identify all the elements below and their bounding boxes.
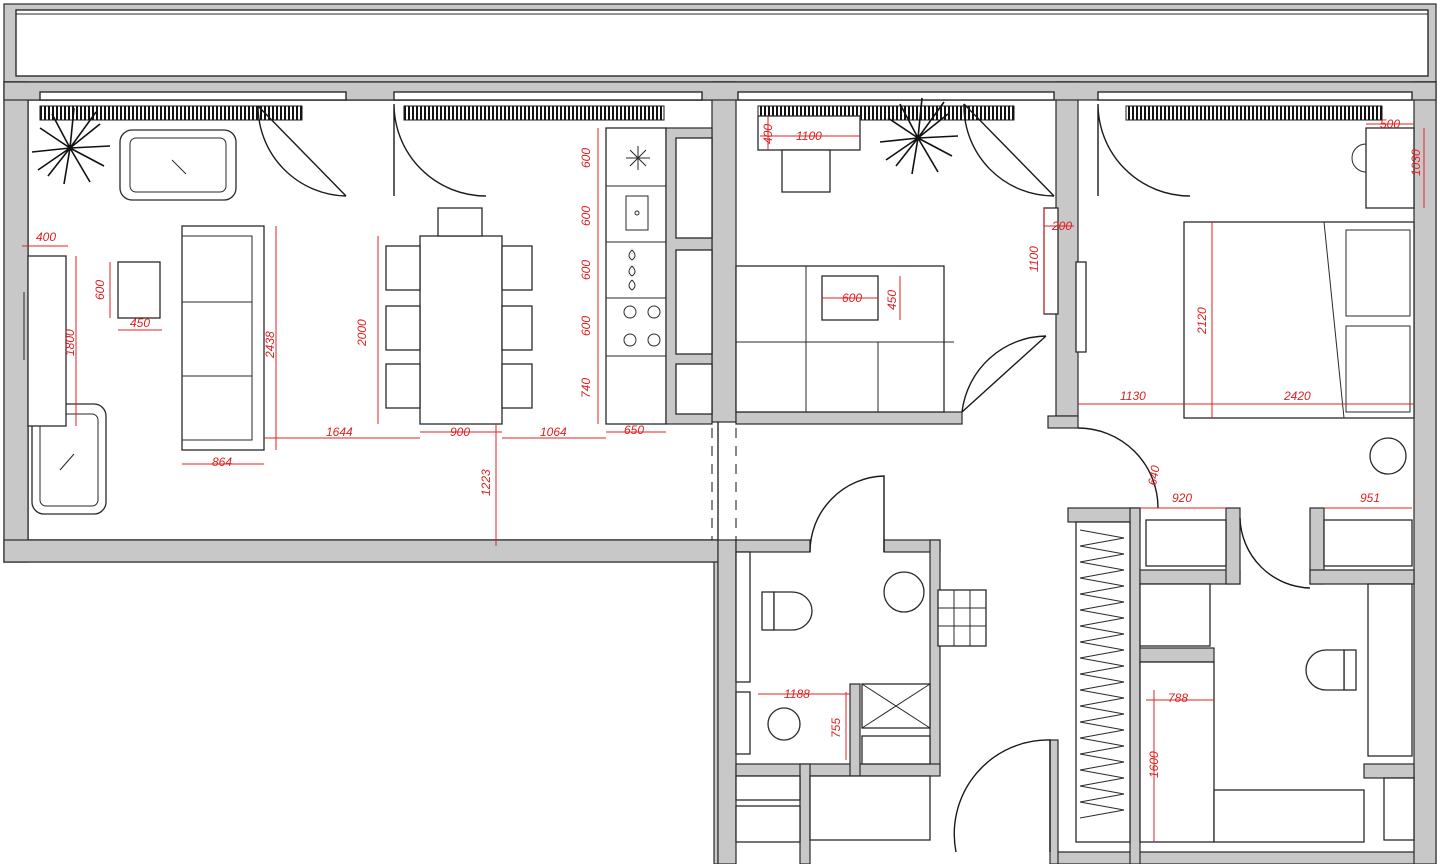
storage-cabinets bbox=[735, 551, 1415, 843]
dim-label: 450 bbox=[885, 290, 899, 310]
dim-label: 2420 bbox=[1283, 389, 1311, 403]
dim-label: 1188 bbox=[784, 687, 810, 701]
dim-label: 400 bbox=[36, 230, 56, 244]
dim-label: 864 bbox=[212, 455, 232, 469]
dim-label: 200 bbox=[1051, 219, 1072, 233]
dim-label: 1223 bbox=[479, 469, 493, 496]
dim-label: 788 bbox=[1168, 691, 1188, 705]
wardrobe-icon bbox=[1075, 519, 1413, 843]
tv-cabinet bbox=[23, 255, 67, 427]
dim-label: 640 bbox=[1145, 464, 1162, 486]
desk bbox=[735, 115, 1059, 413]
plant-icon bbox=[31, 97, 959, 185]
dimension-lines bbox=[22, 116, 1425, 842]
washing-machine-icon bbox=[1139, 661, 1365, 843]
dim-label: 2438 bbox=[263, 331, 277, 359]
dim-label: 1064 bbox=[540, 425, 567, 439]
dim-label: 1100 bbox=[796, 129, 822, 143]
dim-label: 600 bbox=[579, 316, 593, 336]
dim-label: 740 bbox=[579, 378, 593, 398]
dim-label: 600 bbox=[579, 260, 593, 280]
toilet-icon bbox=[761, 591, 1357, 691]
dim-label: 951 bbox=[1360, 491, 1380, 505]
dim-label: 1100 bbox=[1027, 246, 1041, 272]
dim-label: 450 bbox=[130, 316, 150, 330]
dim-label: 400 bbox=[761, 124, 775, 144]
dim-label: 755 bbox=[829, 718, 843, 738]
dim-label: 1130 bbox=[1120, 389, 1146, 403]
dim-label: 900 bbox=[450, 425, 470, 439]
door-swing-icon bbox=[257, 103, 1311, 853]
dim-label: 1600 bbox=[1147, 751, 1161, 778]
dim-label: 500 bbox=[1380, 117, 1400, 131]
opening-dashed bbox=[711, 428, 737, 540]
dim-label: 2000 bbox=[355, 319, 369, 347]
dim-label: 1030 bbox=[1409, 149, 1423, 176]
balcony bbox=[3, 3, 1437, 83]
dim-label: 1800 bbox=[63, 329, 77, 356]
bed-icon bbox=[1075, 127, 1415, 475]
dim-label: 920 bbox=[1172, 491, 1192, 505]
dimension-labels: 400 600 450 1800 2438 864 2000 1644 900 … bbox=[36, 117, 1423, 778]
dim-label: 600 bbox=[579, 148, 593, 168]
dim-label: 600 bbox=[93, 280, 107, 300]
room-walls bbox=[3, 81, 1437, 864]
shower-icon bbox=[861, 589, 987, 729]
windows bbox=[39, 91, 1413, 101]
sink-icon bbox=[625, 195, 649, 231]
dim-label: 2120 bbox=[1195, 307, 1209, 335]
dim-label: 600 bbox=[842, 291, 862, 305]
dim-label: 650 bbox=[624, 423, 644, 437]
kitchen-counter bbox=[605, 127, 713, 425]
dining-table-icon bbox=[385, 207, 533, 425]
sofa-icon bbox=[181, 225, 265, 451]
dim-label: 1644 bbox=[326, 425, 353, 439]
hob-icon bbox=[623, 146, 661, 347]
armchair-icon bbox=[31, 129, 237, 515]
dim-label: 600 bbox=[579, 206, 593, 226]
side-table bbox=[117, 261, 161, 319]
